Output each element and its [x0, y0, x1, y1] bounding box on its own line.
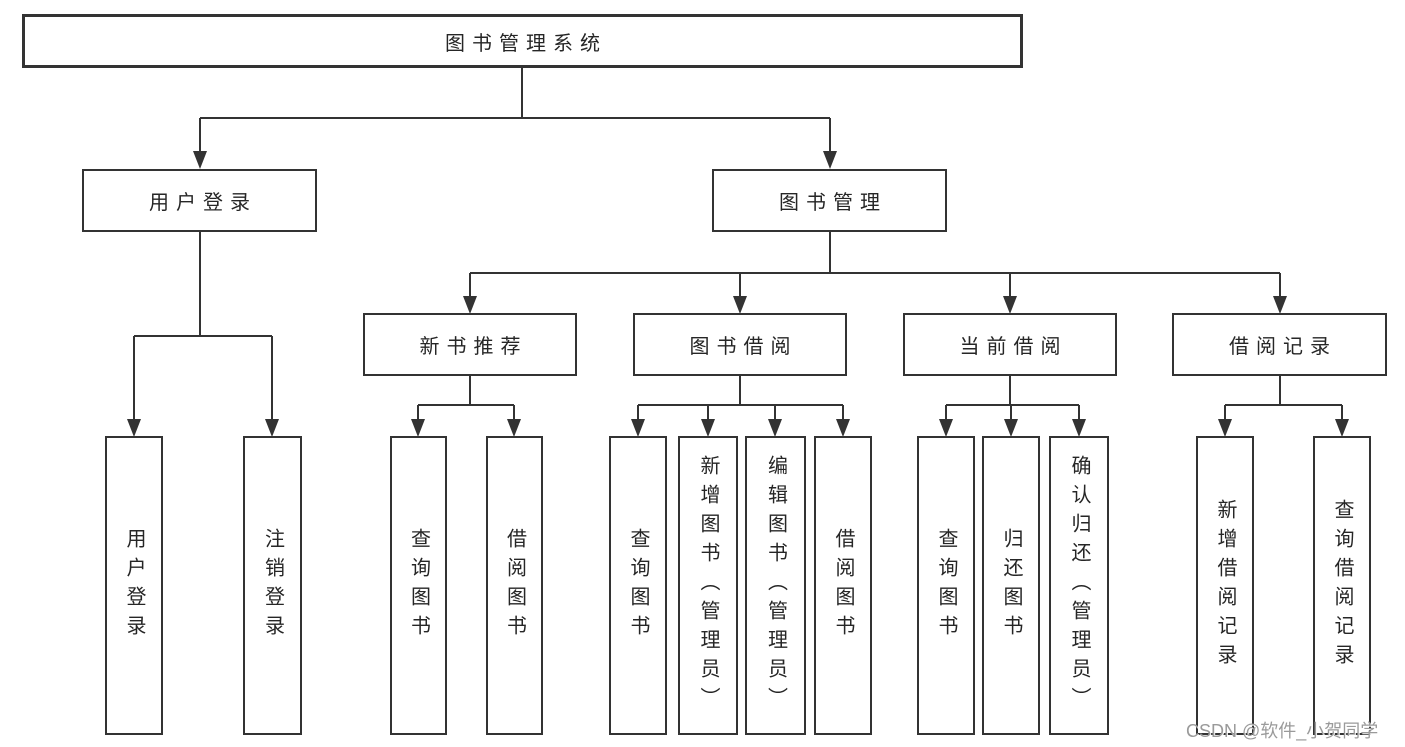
node-current-borrowing-label: 当前借阅: [959, 336, 1068, 358]
leaf-borrowing-add-books-admin: 新增图书（管理员）: [678, 436, 738, 735]
leaf-current-return-books: 归还图书: [982, 436, 1040, 735]
node-new-book-recommend-label: 新书推荐: [419, 336, 528, 358]
node-user-login: 用户登录: [82, 169, 317, 232]
leaf-records-query-record: 查询借阅记录: [1313, 436, 1371, 735]
leaf-logout-label: 注销登录: [261, 527, 284, 644]
leaf-recommend-query-books: 查询图书: [390, 436, 447, 735]
leaf-borrowing-add-books-admin-label: 新增图书（管理员）: [697, 455, 719, 716]
tree-connectors: [133, 68, 1343, 422]
leaf-current-confirm-return-admin: 确认归还（管理员）: [1049, 436, 1109, 735]
leaf-records-query-record-label: 查询借阅记录: [1331, 498, 1353, 673]
node-root: 图书管理系统: [22, 14, 1023, 68]
node-book-management: 图书管理: [712, 169, 947, 232]
node-book-management-label: 图书管理: [779, 192, 887, 214]
leaf-user-login: 用户登录: [105, 436, 163, 735]
leaf-borrowing-query-books-label: 查询图书: [627, 527, 649, 644]
csdn-watermark: CSDN @软件_小贺同学: [1186, 721, 1379, 741]
node-current-borrowing: 当前借阅: [903, 313, 1117, 376]
leaf-logout: 注销登录: [243, 436, 302, 735]
node-root-label: 图书管理系统: [445, 32, 607, 55]
leaf-current-return-books-label: 归还图书: [1000, 527, 1022, 644]
leaf-recommend-borrow-books: 借阅图书: [486, 436, 543, 735]
leaf-user-login-label: 用户登录: [123, 527, 145, 644]
node-borrow-records-label: 借阅记录: [1229, 336, 1337, 358]
leaf-recommend-query-books-label: 查询图书: [407, 527, 430, 644]
leaf-borrowing-edit-books-admin: 编辑图书（管理员）: [745, 436, 806, 735]
leaf-current-confirm-return-admin-label: 确认归还（管理员）: [1068, 455, 1090, 716]
leaf-borrowing-query-books: 查询图书: [609, 436, 667, 735]
leaf-current-query-books: 查询图书: [917, 436, 975, 735]
leaf-current-query-books-label: 查询图书: [935, 527, 957, 644]
leaf-recommend-borrow-books-label: 借阅图书: [503, 527, 526, 644]
leaf-records-add-record-label: 新增借阅记录: [1214, 498, 1236, 673]
leaf-borrowing-borrow-books: 借阅图书: [814, 436, 872, 735]
node-book-borrowing-label: 图书借阅: [689, 336, 798, 358]
leaf-borrowing-edit-books-admin-label: 编辑图书（管理员）: [764, 455, 787, 716]
leaf-records-add-record: 新增借阅记录: [1196, 436, 1254, 735]
node-borrow-records: 借阅记录: [1172, 313, 1387, 376]
node-book-borrowing: 图书借阅: [633, 313, 847, 376]
node-new-book-recommend: 新书推荐: [363, 313, 577, 376]
leaf-borrowing-borrow-books-label: 借阅图书: [832, 527, 854, 644]
node-user-login-label: 用户登录: [149, 192, 257, 214]
